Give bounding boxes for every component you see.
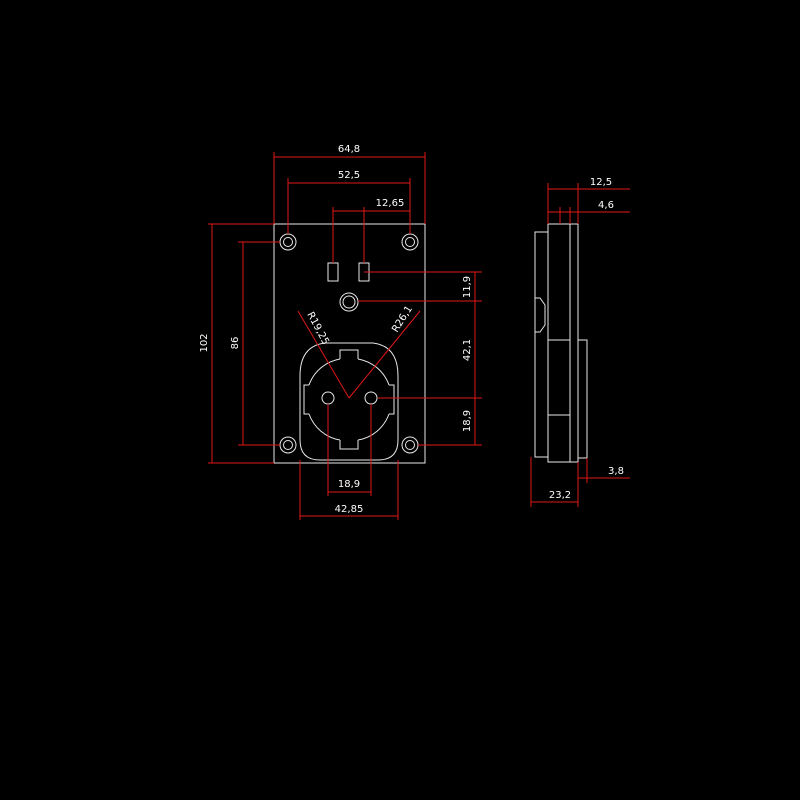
dim-socket-to-hole-label: 18,9 [462,410,473,432]
dim-switch-offset-label: 11,9 [462,276,473,298]
dim-socket-offset-label: 42,1 [462,339,473,361]
dim-socket-width: 42,85 [299,460,399,520]
dim-hole-spacing-x-label: 52,5 [338,170,360,181]
side-clip [535,297,546,333]
dim-hole-spacing-x: 52,5 [287,170,411,234]
dim-overall-height: 102 [199,223,274,464]
dim-switch-offset: 11,9 [358,271,482,302]
dim-switch-spacing: 12,65 [332,198,410,263]
side-dimensions: 12,5 4,6 23,2 3,8 [530,177,630,507]
dim-hole-spacing-y: 86 [230,241,280,446]
side-view [534,223,588,463]
socket-inner-contour [303,349,395,450]
dim-socket-width-label: 42,85 [335,504,364,515]
dim-switch-spacing-label: 12,65 [376,198,405,209]
dim-overall-height-label: 102 [199,333,210,352]
dim-pin-spacing: 18,9 [327,404,372,496]
dim-overall-width: 64,8 [273,144,426,224]
socket-outer-outline [299,342,399,461]
front-plate-outline [273,223,426,464]
dim-side-total-depth: 23,2 [530,457,579,507]
dim-side-total-depth-label: 23,2 [549,490,571,501]
dim-side-plate-label: 4,6 [598,200,614,211]
dim-side-depth-top: 12,5 [547,177,630,224]
dim-side-plate: 4,6 [548,200,630,224]
dim-side-cover: 3,8 [578,458,630,483]
dim-side-cover-label: 3,8 [608,466,624,477]
dim-socket-to-hole: 18,9 [378,397,482,446]
dim-pin-spacing-label: 18,9 [338,479,360,490]
dim-side-depth-top-label: 12,5 [590,177,612,188]
dim-overall-width-label: 64,8 [338,144,360,155]
dim-hole-spacing-y-label: 86 [230,337,241,350]
dim-socket-offset: 42,1 [462,301,476,398]
radius-inner-leader [297,310,350,399]
indicator-hole [339,292,359,312]
front-dimensions: 64,8 52,5 12,65 102 86 [199,144,482,520]
side-rear-block [577,339,588,459]
radius-outer-leader [348,310,421,399]
